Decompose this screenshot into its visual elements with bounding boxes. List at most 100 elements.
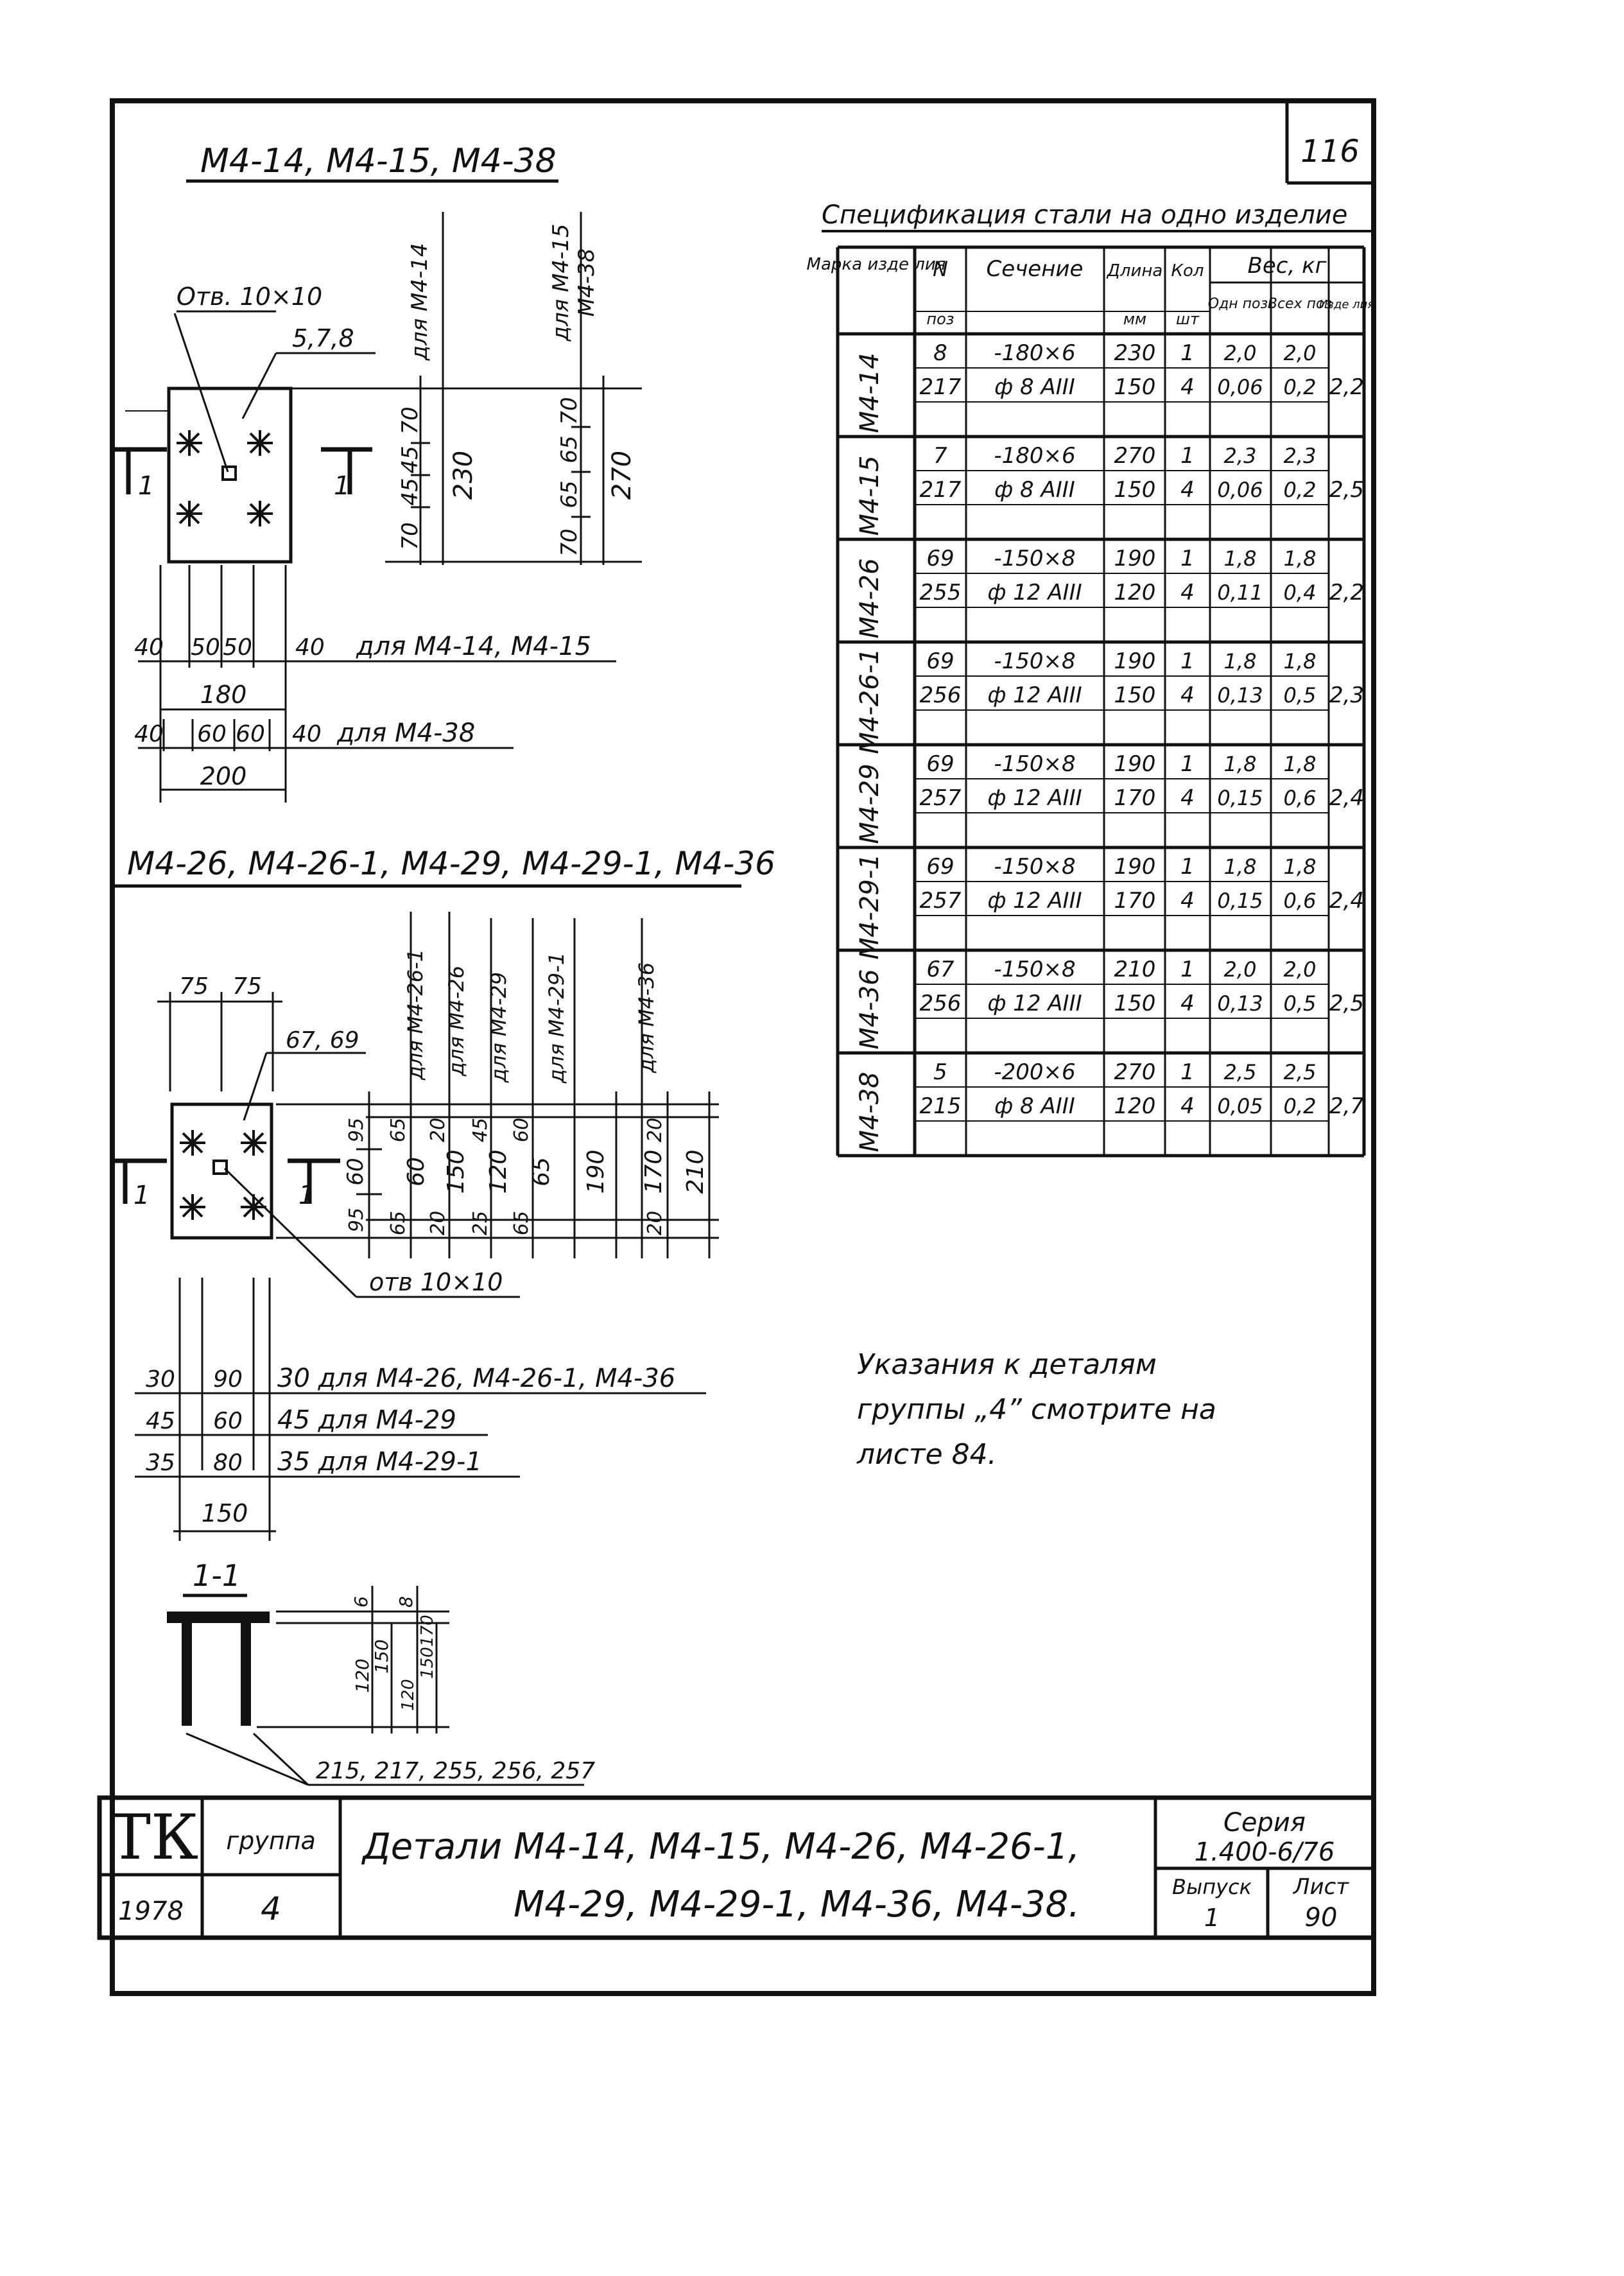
logo-tk: ТК [110,1802,198,1873]
hdr-marka: Марка изде лия [807,255,946,274]
series-label: Серия [1223,1808,1306,1837]
vert-label-2-1: для М4-26 [444,966,469,1077]
hdr-ves: Вес, кг [1248,253,1327,279]
dim-col-3-1: 65 [528,1157,555,1186]
dim-v2-2: 65 [557,480,582,508]
hdr-n: N [933,257,948,281]
group-marka: М4-38 [855,1072,885,1152]
row-n: 67 [926,957,955,982]
group-marka: М4-26 [855,558,885,638]
vert-label-b: для М4-15 [548,224,574,342]
row2a-note: 30 для М4-26, М4-26-1, М4-36 [277,1364,675,1393]
plate-1 [167,387,293,564]
hdr-kol: Кол [1171,261,1204,281]
row2c-dim-1: 80 [213,1450,243,1476]
row-one: 1,8 [1224,649,1257,673]
top-dim-0: 75 [179,973,209,1000]
row-len: 170 [1114,888,1156,914]
row-sechenie: ф 12 АIII [987,682,1082,708]
row-len: 190 [1114,751,1156,777]
row-qty: 4 [1180,888,1195,914]
hole-label-2: отв 10×10 [369,1268,503,1296]
row1-dim-3: 40 [295,634,325,661]
hole-1 [221,465,237,481]
row-all: 0,4 [1284,580,1317,605]
row-sechenie: ф 8 АIII [994,374,1075,400]
row2-dim-3: 40 [292,721,322,747]
row-qty: 4 [1180,1093,1195,1119]
group-total: 2,5 [1329,991,1364,1016]
dim-v1-1: 45 [397,446,423,473]
dim-col-5-2: 20 [644,1211,666,1235]
dim-col-5-0: 20 [644,1118,666,1142]
cut-pos-label: 215, 217, 255, 256, 257 [316,1758,595,1784]
group-marka: М4-29-1 [855,853,885,959]
dim-col-3-0: 60 [510,1118,533,1142]
dim-v1-3: 70 [397,522,423,550]
group-total: 2,4 [1329,785,1364,811]
top-dims-2 [157,992,282,1091]
group-total: 2,4 [1329,888,1364,914]
row-n: 8 [933,340,947,366]
row-len: 150 [1114,477,1156,503]
dim-col-4-0: 190 [583,1150,609,1194]
row-qty: 4 [1180,785,1195,811]
cut-dim-b-1: 120 [399,1679,418,1711]
dim-col-2-0: 45 [469,1118,492,1142]
row1-dim-0: 40 [134,634,164,661]
row-one: 2,3 [1224,444,1257,468]
hdr-dlina-sub: мм [1123,310,1146,328]
row-qty: 4 [1180,374,1195,400]
dim-col-1-0: 20 [427,1118,449,1142]
row-len: 120 [1114,580,1156,605]
section-1-detail: М4-14, М4-15, М4-38 Отв. 10×10 5,7,8 1 1 [114,142,642,803]
group-marka: М4-15 [855,455,885,535]
dim-grid-2 [276,912,719,1258]
row1-total: 180 [200,681,247,709]
title-line-2: М4-29, М4-29-1, М4-36, М4-38. [514,1884,1080,1925]
row-n: 217 [920,477,962,503]
row-one: 2,0 [1224,957,1257,982]
plate-2 [170,1102,273,1240]
cut-dim-b-0: 8 [395,1596,417,1608]
row-sechenie: -180×6 [994,443,1075,469]
row-len: 170 [1114,785,1156,811]
row-sechenie: -150×8 [994,648,1075,674]
row1-dim-2: 50 [223,634,252,661]
hdr-izd: Изде лия [1319,298,1374,311]
dim-col-0-2: 65 [387,1211,410,1235]
hdr-dlina: Длина [1107,261,1163,281]
cut-dim-a-1: 120 [352,1658,373,1692]
row-all: 0,5 [1284,991,1317,1016]
cut-label-right-2: 1 [298,1181,315,1210]
anchor-marks-2 [180,1130,266,1220]
pos-label-2: 67, 69 [286,1027,359,1054]
hdr-sechenie: Сечение [987,256,1084,282]
row-qty: 1 [1180,751,1195,777]
row2c-dim-0: 35 [146,1450,175,1476]
section-2-title: М4-26, М4-26-1, М4-29, М4-29-1, М4-36 [127,845,775,882]
cut-label-left-2: 1 [134,1181,150,1210]
row2-total-150: 150 [202,1499,248,1527]
row-n: 69 [926,854,954,880]
sheet-value: 90 [1305,1903,1338,1933]
dim-col-0-1: 60 [403,1157,429,1186]
row-sechenie: ф 12 АIII [987,785,1082,811]
dim-v2-0: 70 [557,397,582,424]
dim-left-1: 60 [343,1158,368,1185]
title-year: 1978 [118,1897,184,1926]
row-one: 2,0 [1224,341,1257,365]
row-sechenie: ф 8 АIII [994,1093,1075,1119]
cut-dims [186,1586,584,1786]
series-value: 1.400-6/76 [1195,1837,1335,1867]
row-n: 255 [920,580,962,605]
group-marka: М4-29 [855,763,885,844]
row-sechenie: -180×6 [994,340,1075,366]
row-one: 1,8 [1224,855,1257,879]
group-total: 2,2 [1329,580,1364,605]
row-n: 217 [920,374,962,400]
row-sechenie: -150×8 [994,957,1075,982]
row-all: 2,3 [1284,444,1317,468]
group-marka: М4-14 [855,352,885,433]
